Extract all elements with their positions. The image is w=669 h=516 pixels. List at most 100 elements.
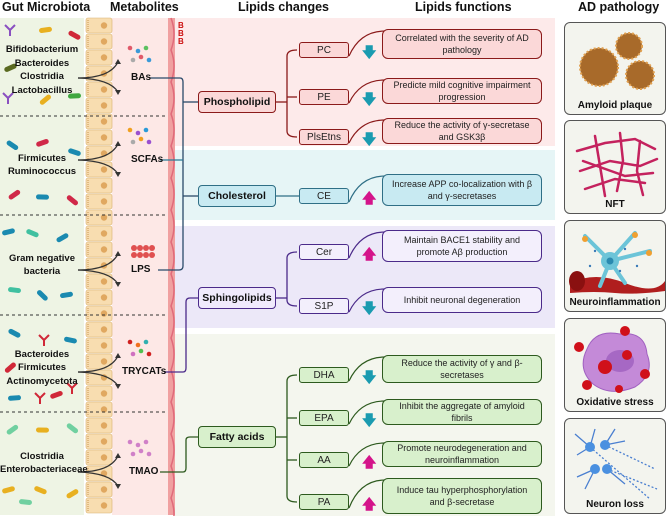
bacteria-name: Clostridia: [20, 450, 64, 462]
cell-nucleus: [100, 198, 108, 205]
metabolite-molecule: [138, 54, 144, 60]
function-box-plsetns: Reduce the activity of γ-secretase and G…: [382, 118, 542, 144]
cell-nucleus: [100, 118, 108, 125]
metabolite-molecule: [130, 351, 136, 357]
function-connector: [348, 79, 386, 104]
metabolite-molecule: [143, 252, 149, 258]
amyloid-plaque-icon: [579, 32, 655, 90]
neuroinflammation-icon: [569, 231, 665, 294]
ad-label-oxidative-stress: Oxidative stress: [576, 397, 654, 408]
arrow-head: [115, 90, 121, 95]
metabolite-molecule: [138, 348, 144, 354]
function-connector: [348, 479, 386, 509]
arrow-head: [115, 251, 121, 256]
bacterium-rod-icon: [2, 486, 15, 494]
bacterium-rod-icon: [39, 26, 52, 33]
bacterium-y-icon: [34, 392, 46, 404]
metabolite-label-bas: BAs: [131, 72, 152, 83]
metabolite-molecule: [146, 139, 152, 145]
function-box-pe: Predicte mild cognitive impairment progr…: [382, 78, 542, 104]
function-connector: [348, 356, 386, 382]
metabolite-molecule: [130, 451, 136, 457]
cell-nucleus: [100, 230, 108, 237]
change-arrow-down-icon: 🡇: [362, 300, 377, 316]
bacterium-rod-icon: [19, 499, 32, 505]
function-connector: [348, 288, 386, 313]
epithelial-cell: [85, 305, 113, 322]
epithelial-cell: [85, 401, 113, 418]
change-arrow-up-icon: 🡅: [362, 190, 377, 206]
lipid-item-pc: PC: [299, 42, 349, 58]
cell-nucleus: [100, 454, 108, 461]
lipid-item-cer: Cer: [299, 244, 349, 260]
metabolite-molecule: [131, 245, 137, 251]
function-box-ce: Increase APP co-localization with β and …: [382, 174, 542, 206]
bacterium-y-icon: [2, 92, 14, 104]
header-gut-microbiota: Gut Microbiota: [2, 0, 91, 14]
function-box-epa: Inhibit the aggregate of amyloid fibrils: [382, 399, 542, 425]
bacterium-rod-icon: [66, 423, 79, 434]
bacterium-rod-icon: [8, 328, 21, 338]
metabolite-molecule: [127, 45, 133, 51]
change-arrow-down-icon: 🡇: [362, 412, 377, 428]
bacterium-rod-icon: [4, 362, 16, 373]
metabolite-molecule: [149, 252, 155, 258]
cell-nucleus: [100, 102, 108, 109]
epithelial-cell: [85, 481, 113, 498]
bacterium-rod-icon: [8, 395, 21, 401]
bbb-edge: [170, 17, 175, 516]
header-lipids-functions: Lipids functions: [415, 0, 512, 14]
lipid-item-plsetns: PlsEtns: [299, 129, 349, 145]
bacterium-rod-icon: [60, 291, 73, 299]
arrow-head: [115, 353, 121, 358]
epithelial-cell: [85, 225, 113, 242]
bacterium-rod-icon: [66, 195, 78, 206]
bacteria-name: Enterobacteriaceae: [0, 464, 88, 475]
bacterium-y-icon: [66, 382, 78, 394]
metabolite-molecule: [130, 57, 136, 63]
function-box-aa: Promote neurodegeneration and neuroinfla…: [382, 441, 542, 467]
bacterium-rod-icon: [36, 290, 48, 301]
arrow-head: [115, 384, 121, 389]
epithelial-cell: [85, 241, 113, 258]
branch-bracket: [286, 251, 298, 307]
epithelial-cell: [85, 145, 113, 162]
bacterium-rod-icon: [2, 228, 15, 236]
ad-panel-nft: NFT: [564, 120, 666, 214]
bacterium-rod-icon: [36, 139, 49, 147]
arrow-head: [115, 453, 121, 458]
header-ad-pathology: AD pathology: [578, 0, 660, 14]
bacterium-rod-icon: [36, 194, 49, 200]
ad-panel-neuroinflammation: Neuroinflammation: [564, 220, 666, 312]
transport-arrow-down: [77, 159, 119, 175]
cell-nucleus: [100, 166, 108, 173]
arrow-head: [115, 282, 121, 287]
function-connector: [348, 119, 386, 144]
metabolite-molecule: [135, 48, 141, 54]
function-connector: [348, 30, 386, 57]
lipid-item-aa: AA: [299, 452, 349, 468]
nft-icon: [575, 131, 659, 198]
lipid-item-dha: DHA: [299, 367, 349, 383]
metabolite-molecule: [138, 136, 144, 142]
cell-nucleus: [100, 214, 108, 221]
arrow-head: [115, 59, 121, 64]
cell-nucleus: [100, 502, 108, 509]
cell-nucleus: [100, 310, 108, 317]
bacterium-rod-icon: [56, 233, 69, 243]
epithelial-cell: [85, 81, 113, 98]
metabolite-molecule: [143, 439, 149, 445]
bacterium-rod-icon: [8, 287, 21, 294]
function-box-cer: Maintain BACE1 stability and promote Aβ …: [382, 230, 542, 262]
metabolite-molecule: [146, 451, 152, 457]
epithelial-cell: [85, 433, 113, 450]
bacterium-rod-icon: [6, 424, 19, 435]
ad-panel-amyloid-plaque: Amyloid plaque: [564, 22, 666, 115]
cell-nucleus: [100, 278, 108, 285]
metabolite-molecule: [135, 342, 141, 348]
metabolite-molecule: [137, 252, 143, 258]
